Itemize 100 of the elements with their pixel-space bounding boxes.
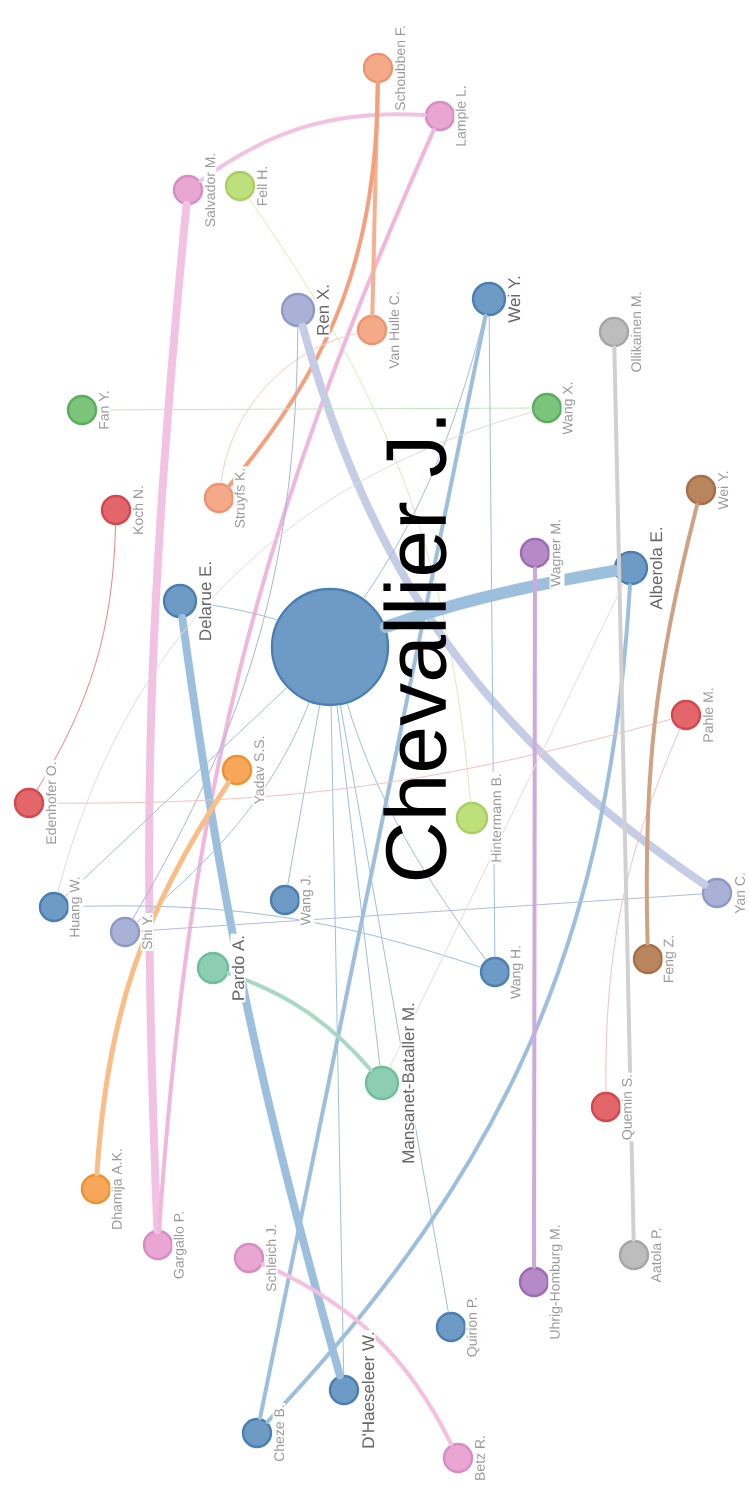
author-dot	[172, 174, 204, 206]
author-dot	[479, 956, 511, 988]
author-dot	[670, 699, 702, 731]
author-dot	[531, 392, 563, 424]
author-name: Pahle M.	[701, 686, 715, 744]
link-line	[57, 411, 533, 893]
link-line	[144, 201, 191, 1234]
author-name: Cheze B.	[272, 1403, 286, 1463]
author-name: Schleich J.	[264, 1222, 278, 1294]
author-dot	[590, 1091, 622, 1123]
focus-author-name: Chevallier J.	[383, 418, 447, 880]
link-line	[196, 602, 278, 621]
link-line	[226, 81, 380, 489]
author-name: Salvador M.	[203, 151, 217, 229]
author-dot	[80, 1173, 112, 1205]
link-line	[532, 566, 537, 1269]
link-line	[94, 780, 232, 1177]
author-dot	[471, 281, 507, 317]
author-name: Wang J.	[299, 873, 315, 927]
author-dot	[435, 1311, 467, 1343]
link-line	[260, 1262, 454, 1447]
author-name: Alberola E.	[648, 525, 664, 611]
author-name: Shi Y.	[140, 913, 154, 951]
author-dot	[598, 316, 630, 348]
author-dot	[280, 292, 316, 328]
author-name: Schoubben F.	[393, 24, 407, 112]
author-name: Lample L.	[454, 84, 470, 148]
author-dot	[203, 482, 235, 514]
author-dot	[66, 394, 98, 426]
author-name: Edenhofer O.	[44, 760, 58, 846]
author-dot	[142, 1229, 174, 1261]
author-name: Huang W.	[68, 875, 84, 939]
author-name: Van Hulle C.	[387, 290, 401, 370]
author-name: Gargallo P.	[172, 1209, 188, 1281]
author-name: Ren X.	[315, 282, 331, 338]
author-name: Yan C.	[733, 870, 747, 916]
link-line	[287, 704, 321, 886]
author-dot	[519, 537, 551, 569]
author-dot	[356, 314, 388, 346]
link-line	[178, 614, 344, 1380]
author-dot	[13, 787, 45, 819]
author-name: Dhamija A.K.	[110, 1146, 126, 1232]
author-name: Mansanet-Bataller M.	[400, 1001, 416, 1165]
author-dot	[196, 951, 230, 985]
author-dot	[241, 1417, 273, 1449]
author-dot	[685, 474, 717, 506]
author-dot	[100, 494, 132, 526]
author-dot	[364, 1065, 400, 1101]
link-line	[136, 701, 310, 923]
author-name: Pardo A.	[230, 933, 246, 1003]
link-line	[220, 332, 358, 484]
link-line	[336, 705, 381, 1067]
author-dot	[518, 1266, 550, 1298]
author-name: Wei Y.	[506, 274, 522, 324]
author-dot	[613, 550, 649, 586]
link-line	[258, 313, 488, 1421]
author-name: Koch N.	[131, 483, 145, 537]
link-line	[605, 728, 681, 1093]
author-dot	[442, 1442, 474, 1474]
link-line	[157, 127, 436, 1232]
author-name: Wang H.	[509, 943, 525, 1001]
link-line	[644, 502, 700, 946]
author-name: Wang X.	[561, 380, 577, 436]
author-dot	[38, 891, 70, 923]
author-name: Uhrig-Homburg M.	[548, 1223, 564, 1341]
link-line	[132, 326, 299, 920]
author-name: Struyfs K.	[233, 466, 249, 530]
author-dot	[701, 877, 733, 909]
author-dot	[269, 884, 301, 916]
author-name: Wei Y.	[716, 469, 730, 511]
author-dot	[618, 1239, 650, 1271]
author-name: Fan Y.	[97, 389, 111, 431]
link-line	[64, 687, 288, 898]
author-dot	[328, 1374, 360, 1406]
link-line	[363, 315, 486, 599]
link-line	[198, 112, 427, 183]
link-line	[298, 322, 709, 889]
author-name: Fell H.	[255, 164, 269, 208]
author-dot	[221, 754, 253, 786]
author-name: Feng Z.	[662, 933, 678, 985]
author-dot	[632, 943, 664, 975]
author-dot	[109, 916, 141, 948]
author-name: Quemin S.	[620, 1072, 636, 1142]
author-name: Wagner M.	[549, 517, 565, 589]
author-name: Yadav S.S.	[252, 734, 266, 806]
author-dot	[362, 52, 394, 84]
link-line	[96, 407, 533, 411]
link-line	[346, 703, 487, 961]
author-name: Aatola P.	[649, 1226, 663, 1284]
author-name: D'Haeseleer W.	[360, 1330, 376, 1450]
link-line	[612, 345, 636, 1242]
author-dot	[455, 801, 489, 835]
author-dot	[424, 100, 456, 132]
author-name: Quirion P.	[465, 1295, 481, 1359]
author-name: Betz R.	[473, 1433, 487, 1483]
author-dot	[224, 170, 256, 202]
link-line	[36, 524, 117, 791]
link-line	[226, 971, 373, 1072]
author-name: Ollikainen M.	[629, 290, 643, 374]
link-line	[330, 705, 345, 1376]
